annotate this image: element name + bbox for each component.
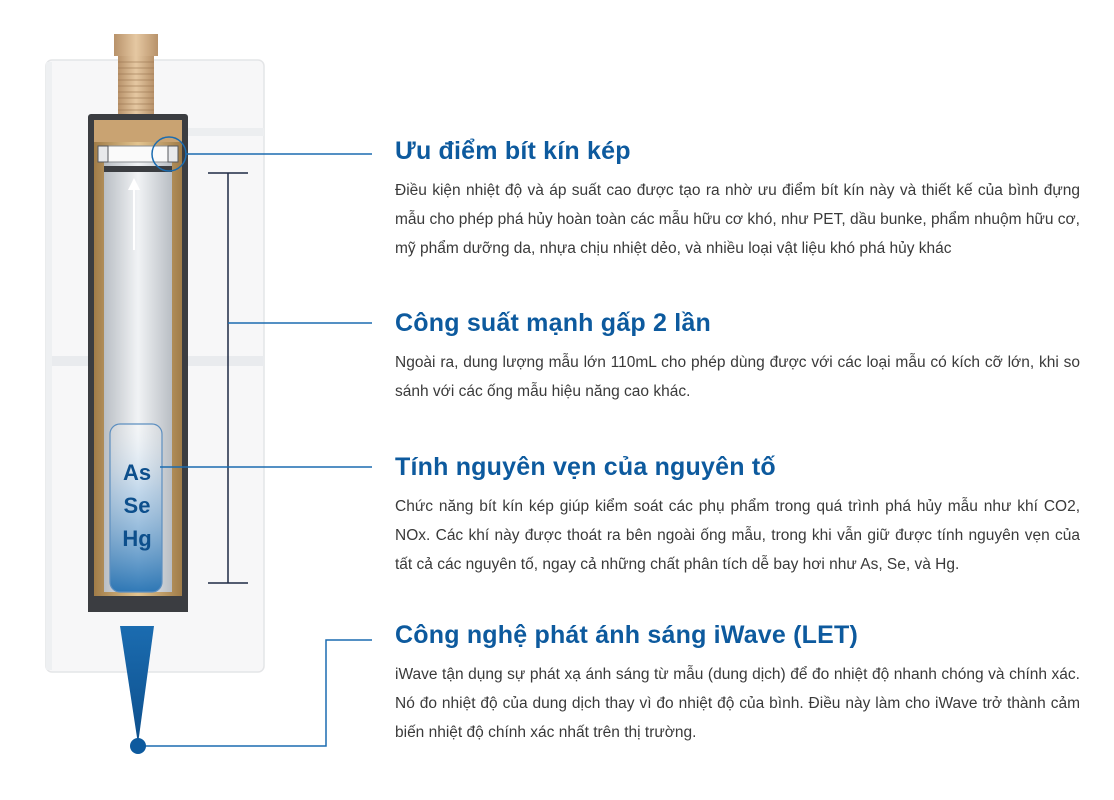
light-beam [120, 626, 154, 744]
feature-capacity: Công suất mạnh gấp 2 lần Ngoài ra, dung … [395, 308, 1080, 406]
vessel-bottom [88, 596, 188, 612]
seal-lip-right [167, 145, 179, 163]
feature-title: Công suất mạnh gấp 2 lần [395, 309, 711, 337]
liquid-column [109, 423, 163, 593]
liner-top-band [104, 166, 172, 172]
feature-title: Tính nguyên vẹn của nguyên tố [395, 453, 776, 481]
housing-ridge-top [188, 128, 264, 136]
sensor-dot [130, 738, 146, 754]
feature-body: Ngoài ra, dung lượng mẫu lớn 110mL cho p… [395, 354, 1080, 400]
feature-body: Điều kiện nhiệt độ và áp suất cao được t… [395, 182, 1080, 257]
feature-element-integrity: Tính nguyên vẹn của nguyên tố Chức năng … [395, 452, 1080, 579]
housing-ridge-mid-right [188, 356, 264, 366]
seal-lip-left [97, 145, 109, 163]
feature-double-seal: Ưu điểm bít kín kép Điều kiện nhiệt độ v… [395, 136, 1080, 263]
feature-iwave: Công nghệ phát ánh sáng iWave (LET) iWav… [395, 620, 1080, 747]
housing-shadow-left [46, 62, 52, 670]
screw-head [114, 34, 158, 56]
feature-title: Ưu điểm bít kín kép [395, 137, 631, 165]
element-label-se: Se [123, 493, 151, 518]
connector-iwave [138, 639, 372, 747]
vessel-cap [94, 120, 182, 142]
seal-plug [105, 145, 171, 163]
feature-body: iWave tận dụng sự phát xạ ánh sáng từ mẫ… [395, 666, 1080, 741]
gas-flow-arrow-head [128, 178, 140, 190]
housing-ridge-mid-left [46, 356, 96, 366]
element-labels: As Se Hg [110, 456, 164, 555]
feature-body: Chức năng bít kín kép giúp kiểm soát các… [395, 498, 1080, 573]
feature-title: Công nghệ phát ánh sáng iWave (LET) [395, 621, 859, 649]
element-label-as: As [122, 460, 152, 485]
element-label-hg: Hg [122, 526, 152, 551]
